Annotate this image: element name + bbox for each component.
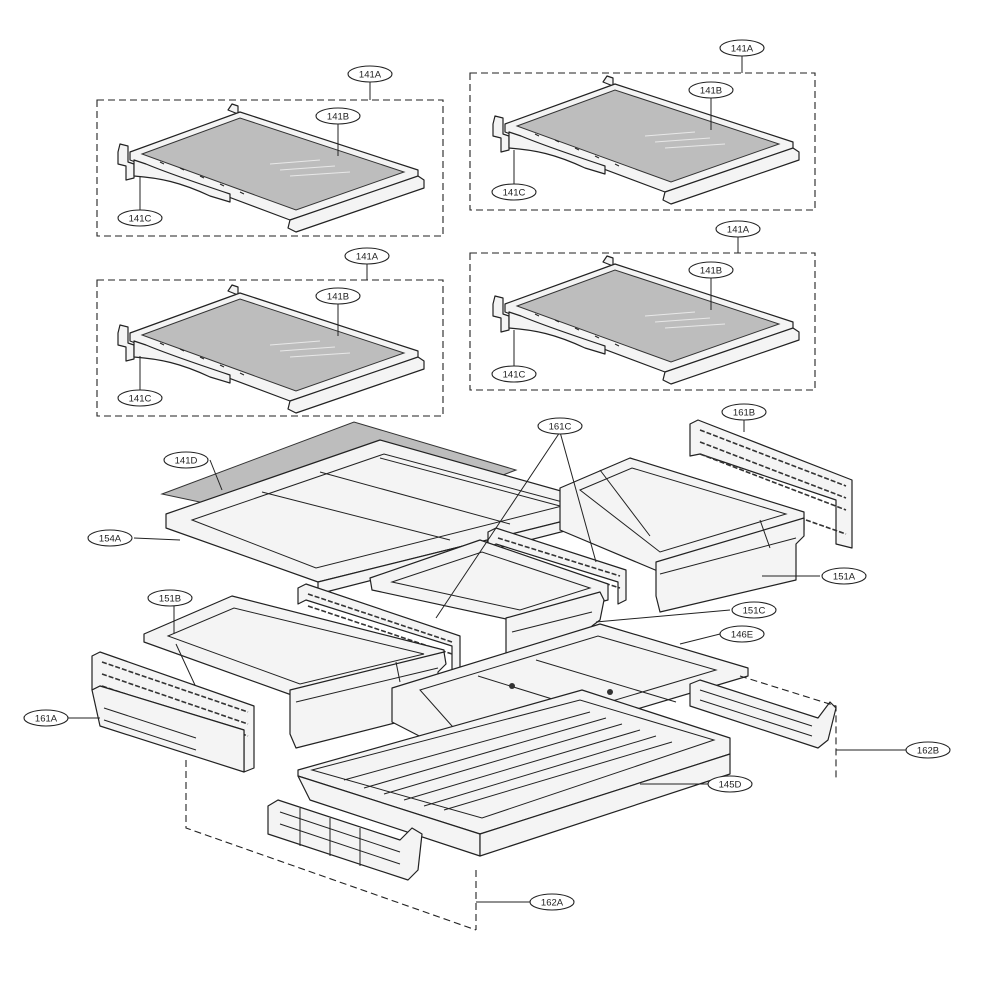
callout-bubble: [344, 247, 390, 265]
callout-label: 162B: [917, 745, 939, 756]
callout-label: 141A: [731, 43, 754, 54]
callout-label: 141B: [327, 291, 349, 302]
callout-141c: 141C: [491, 365, 537, 383]
callout-bubble: [347, 65, 393, 83]
callout-label: 141B: [327, 111, 349, 122]
callout-141a: 141A: [715, 220, 761, 238]
callout-bubble: [117, 389, 163, 407]
callout-bubble: [821, 567, 867, 585]
shelf-group-4: [469, 237, 816, 391]
callout-141a: 141A: [347, 65, 393, 83]
callout-bubble: [721, 403, 767, 421]
rail-162B: [689, 675, 906, 780]
callout-bubble: [147, 589, 193, 607]
callout-bubble: [707, 775, 753, 793]
callout-label: 161C: [549, 421, 572, 432]
callout-label: 141A: [356, 251, 379, 262]
callout-label: 154A: [99, 533, 122, 544]
callout-161b: 161B: [721, 403, 767, 421]
callout-label: 141C: [129, 393, 152, 404]
callout-label: 141A: [727, 224, 750, 235]
callout-label: 146E: [731, 629, 753, 640]
shelf-3: [117, 284, 425, 414]
shelf-1-boundary: [96, 99, 444, 237]
callout-label: 141D: [175, 455, 198, 466]
callout-bubble: [731, 601, 777, 619]
callout-141c: 141C: [491, 183, 537, 201]
callout-label: 161A: [35, 713, 58, 724]
callout-label: 141C: [503, 369, 526, 380]
callout-label: 141C: [129, 213, 152, 224]
callout-141b: 141B: [688, 261, 734, 279]
callout-161a: 161A: [23, 709, 69, 727]
callout-bubble: [688, 81, 734, 99]
callout-154a: 154A: [87, 529, 133, 547]
drawer-151B: [143, 595, 447, 749]
callout-label: 151A: [833, 571, 856, 582]
callout-162a: 162A: [529, 893, 575, 911]
callout-label: 141B: [700, 85, 722, 96]
callout-141a: 141A: [719, 39, 765, 57]
shelf-4: [492, 255, 800, 385]
rail-162A: [185, 760, 530, 931]
callout-label: 145D: [719, 779, 742, 790]
callout-141d: 141D: [163, 451, 209, 469]
divider-161A: [91, 651, 255, 773]
callout-label: 141C: [503, 187, 526, 198]
callout-141c: 141C: [117, 389, 163, 407]
divider-161B: [689, 419, 853, 549]
callout-162b: 162B: [905, 741, 951, 759]
callout-141a: 141A: [344, 247, 390, 265]
shelf-3-boundary: [96, 279, 444, 417]
callout-bubble: [491, 365, 537, 383]
callout-bubble: [23, 709, 69, 727]
callout-layer: 141A 141B 141C 141A 141B 141C 141A 141B 141C 141A…: [23, 39, 951, 911]
callout-label: 151B: [159, 593, 181, 604]
callout-bubble: [719, 39, 765, 57]
crisper-pan-145D: [297, 689, 731, 857]
callout-161c: 161C: [537, 417, 583, 435]
callout-bubble: [87, 529, 133, 547]
callout-label: 162A: [541, 897, 564, 908]
callout-bubble: [491, 183, 537, 201]
shelf-group-3: [96, 264, 444, 417]
drawer-151A: [559, 457, 805, 613]
callout-label: 141A: [359, 69, 382, 80]
callout-bubble: [163, 451, 209, 469]
callout-141b: 141B: [315, 287, 361, 305]
callout-label: 141B: [700, 265, 722, 276]
shelf-2-boundary: [469, 72, 816, 211]
shelf-group-1: [96, 82, 444, 237]
callout-label: 151C: [743, 605, 766, 616]
callout-bubble: [715, 220, 761, 238]
callout-bubble: [529, 893, 575, 911]
shelf-4-boundary: [469, 252, 816, 391]
shelf-1: [117, 103, 425, 233]
callout-151b: 151B: [147, 589, 193, 607]
callout-bubble: [315, 287, 361, 305]
shelf-2: [492, 75, 800, 205]
callout-151a: 151A: [821, 567, 867, 585]
callout-151c: 151C: [731, 601, 777, 619]
callout-bubble: [537, 417, 583, 435]
callout-bubble: [117, 209, 163, 227]
callout-bubble: [315, 107, 361, 125]
callout-bubble: [905, 741, 951, 759]
callout-145d: 145D: [707, 775, 753, 793]
shelf-group-2: [469, 56, 816, 211]
callout-146e: 146E: [719, 625, 765, 643]
callout-141b: 141B: [688, 81, 734, 99]
callout-bubble: [719, 625, 765, 643]
callout-label: 161B: [733, 407, 755, 418]
callout-141c: 141C: [117, 209, 163, 227]
callout-141b: 141B: [315, 107, 361, 125]
callout-bubble: [688, 261, 734, 279]
